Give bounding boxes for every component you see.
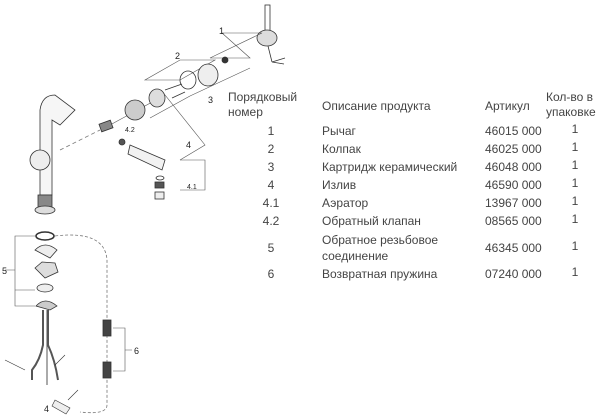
header-qty-line1: Кол-во в (546, 90, 594, 104)
header-qty-line2: упаковке (546, 105, 596, 119)
header-article: Артикул (485, 99, 530, 113)
callout-1: 1 (219, 26, 225, 36)
row-description: Возвратная пружина (322, 267, 438, 281)
row-article: 13967 000 (485, 196, 542, 210)
row-article: 46345 000 (485, 241, 542, 255)
row-qty: 1 (571, 194, 579, 208)
screw-part (221, 56, 229, 64)
connection-parts (5, 231, 108, 414)
exploded-parts-diagram (4, 4, 286, 415)
ring-part (179, 70, 197, 90)
row-qty: 1 (571, 212, 579, 226)
return-springs (102, 319, 132, 379)
row-description: Аэратор (322, 196, 369, 210)
callout-4: 4 (186, 140, 192, 150)
row-article: 46590 000 (485, 178, 542, 192)
faucet-body (29, 94, 76, 215)
row-number: 1 (267, 124, 275, 138)
hoses (31, 310, 59, 385)
aerator-part (154, 175, 165, 200)
row-qty: 1 (571, 158, 579, 172)
row-description-line2: соединение (322, 249, 389, 263)
row-description: Рычаг (322, 124, 356, 138)
header-number-line1: Порядковый (228, 90, 298, 104)
callout-3: 3 (208, 95, 214, 105)
callout-4-bottom: 4 (44, 404, 50, 414)
row-number: 5 (267, 241, 275, 255)
row-qty: 1 (571, 265, 579, 279)
spout-part (98, 119, 166, 171)
cartridge-part (124, 83, 186, 121)
row-qty: 1 (571, 122, 579, 136)
row-article: 08565 000 (485, 214, 542, 228)
row-number: 4.2 (262, 214, 280, 228)
wrench-markers (4, 354, 79, 415)
header-number-line2: номер (228, 105, 263, 119)
row-number: 3 (267, 160, 275, 174)
row-article: 46015 000 (485, 124, 542, 138)
row-article: 46025 000 (485, 142, 542, 156)
row-article: 46048 000 (485, 160, 542, 174)
callout-4-2: 4.2 (125, 127, 135, 134)
row-description: Обратный клапан (322, 214, 421, 228)
row-description: Картридж керамический (322, 160, 458, 174)
row-number: 6 (267, 267, 275, 281)
header-description: Описание продукта (322, 99, 431, 113)
cap-part (197, 63, 219, 87)
row-number: 2 (267, 142, 275, 156)
callout-6: 6 (134, 346, 140, 356)
callout-5: 5 (2, 266, 8, 276)
lever-part (256, 4, 286, 65)
row-qty: 1 (571, 239, 579, 253)
row-qty: 1 (571, 176, 579, 190)
row-article: 07240 000 (485, 267, 542, 281)
row-description: Излив (322, 178, 357, 192)
row-number: 4.1 (262, 196, 280, 210)
row-qty: 1 (571, 140, 579, 154)
row-description: Колпак (322, 142, 361, 156)
row-number: 4 (267, 178, 275, 192)
row-description-line1: Обратное резьбовое (322, 233, 439, 247)
callout-4-1: 4.1 (187, 184, 197, 191)
callout-2: 2 (175, 51, 181, 61)
